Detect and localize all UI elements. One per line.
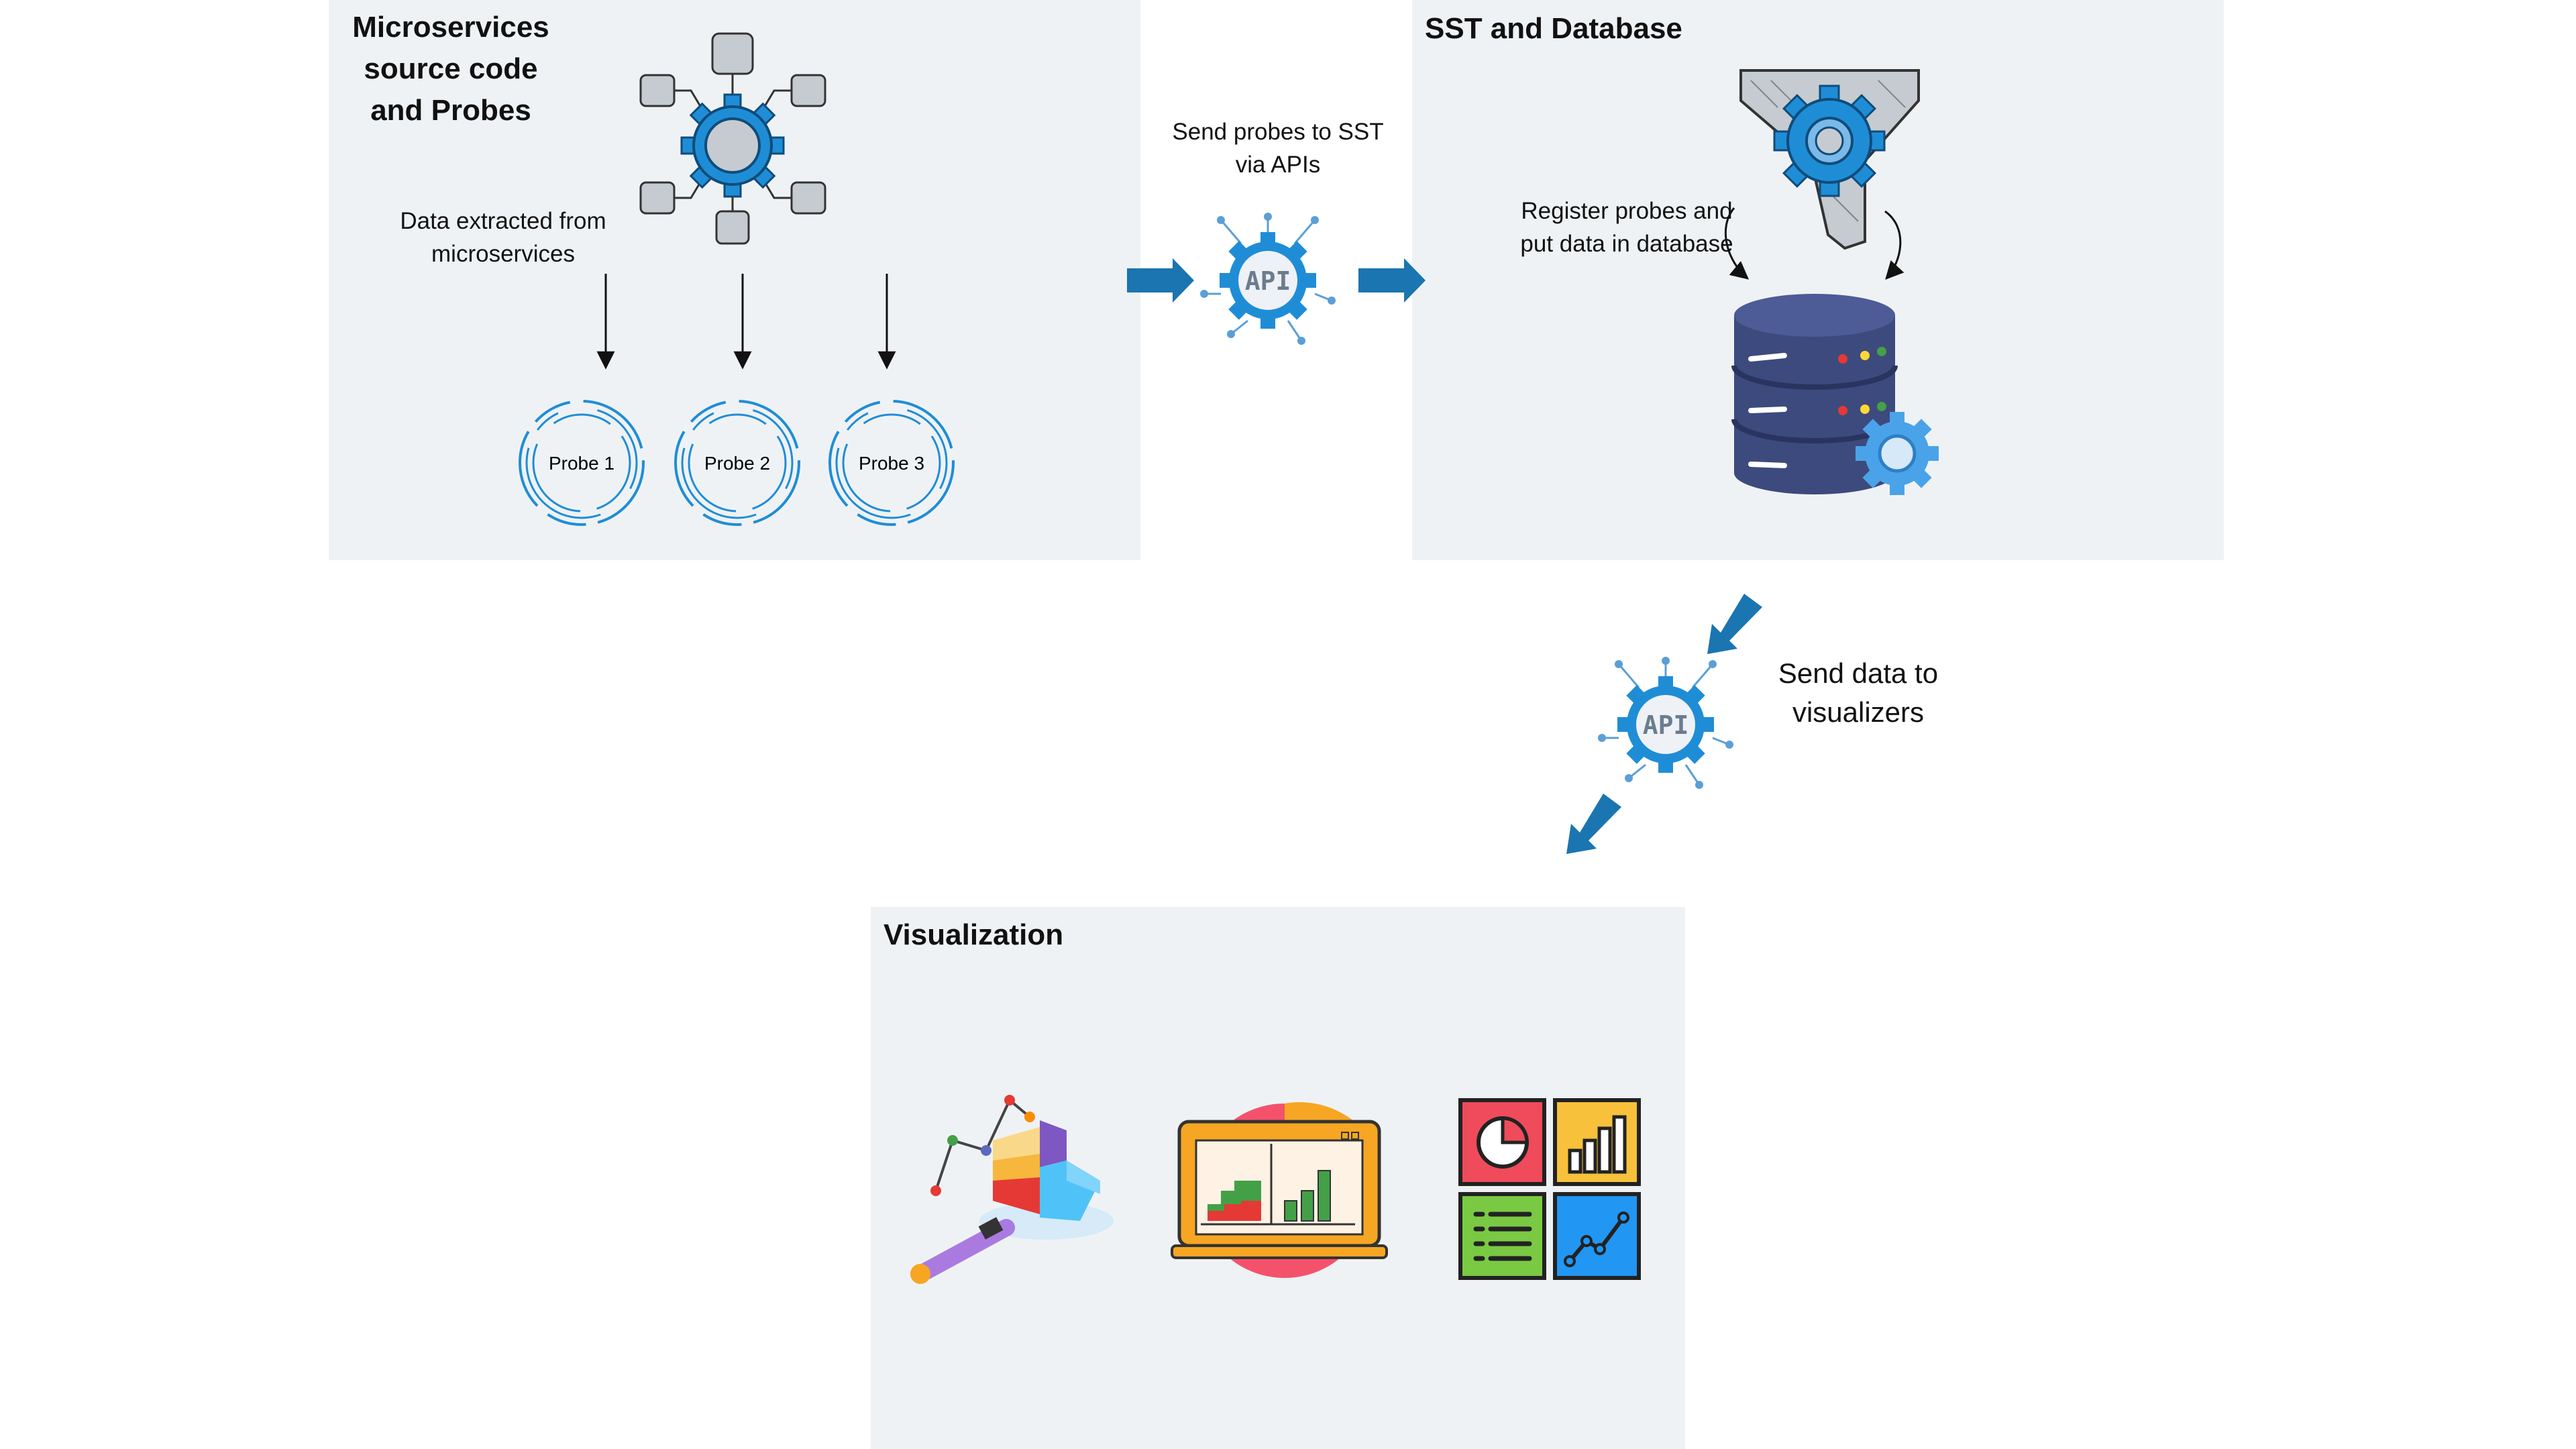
data-extracted-label: Data extracted from microservices [400,208,606,267]
send-probes-label: Send probes to SST via APIs [1172,119,1384,178]
api-gear-icon: API [1598,657,1733,789]
arrow-to-visualization [1566,794,1621,854]
api-gear-icon: API [1200,213,1336,345]
sst-database-panel [1412,0,2224,560]
sst-panel-title: SST and Database [1425,12,1682,45]
visualization-panel [871,907,1685,1449]
api-gear-label-2: API [1643,710,1689,740]
visualization-panel-title: Visualization [883,918,1064,951]
microservices-panel-title: Microservices source code and Probes [352,11,549,127]
api-gear-label: API [1245,266,1291,296]
register-probes-label: Register probes and put data in database [1520,198,1733,257]
send-data-label: Send data to visualizers [1778,657,1939,728]
arrow-to-api-2 [1707,594,1762,654]
